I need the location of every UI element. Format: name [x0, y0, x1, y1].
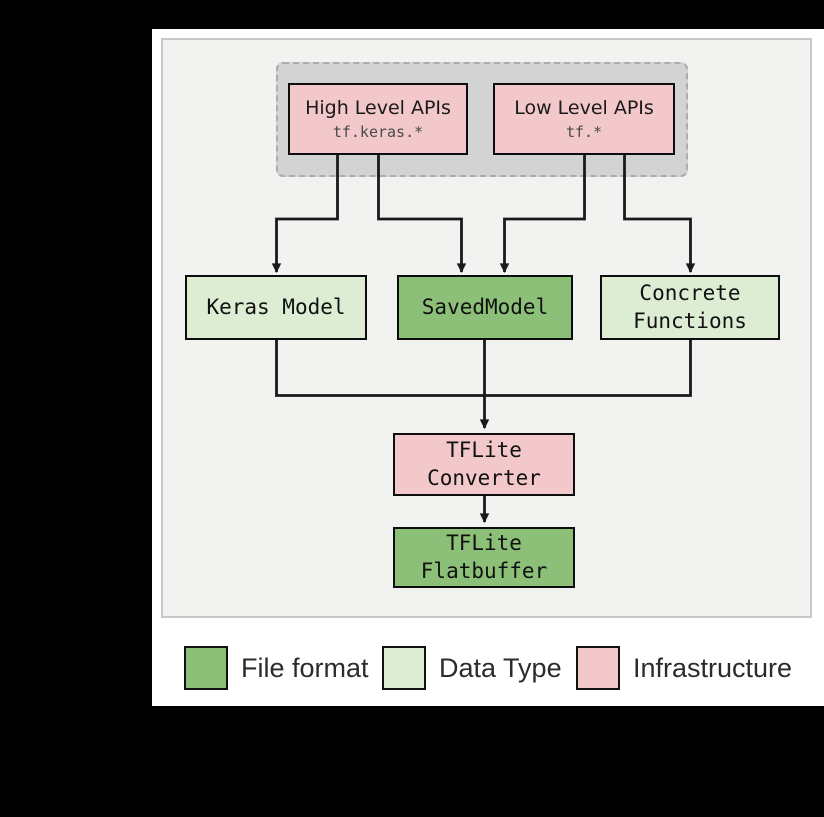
node-high-level-apis: High Level APIs tf.keras.* [288, 83, 468, 155]
node-tflite-flatbuffer: TFLite Flatbuffer [393, 527, 575, 588]
legend-item-data-type: Data Type [382, 646, 562, 690]
tflite-flatbuffer-line2: Flatbuffer [420, 558, 548, 583]
tflite-flatbuffer-line1: TFLite [446, 531, 522, 556]
infrastructure-label: Infrastructure [633, 652, 793, 683]
low-level-apis-title: Low Level APIs [514, 96, 654, 119]
tflite-converter-line2: Converter [427, 465, 541, 490]
file-format-label: File format [241, 652, 369, 683]
data-type-label: Data Type [439, 652, 562, 683]
node-keras-model: Keras Model [185, 275, 367, 340]
legend-item-file-format: File format [184, 646, 369, 690]
saved-model-label: SavedModel [421, 294, 549, 319]
concrete-functions-line1: Concrete [639, 281, 741, 306]
high-level-apis-code: tf.keras.* [332, 122, 424, 141]
node-low-level-apis: Low Level APIs tf.* [493, 83, 675, 155]
infrastructure-swatch [576, 646, 620, 690]
file-format-swatch [184, 646, 228, 690]
high-level-apis-title: High Level APIs [305, 96, 451, 119]
node-saved-model: SavedModel [397, 275, 573, 340]
data-type-swatch [382, 646, 426, 690]
low-level-apis-code: tf.* [565, 122, 603, 141]
keras-model-label: Keras Model [206, 294, 346, 319]
node-concrete-functions: Concrete Functions [600, 275, 780, 340]
node-tflite-converter: TFLite Converter [393, 433, 575, 496]
legend-item-infrastructure: Infrastructure [576, 646, 792, 690]
tflite-converter-line1: TFLite [446, 438, 522, 463]
concrete-functions-line2: Functions [633, 308, 747, 333]
